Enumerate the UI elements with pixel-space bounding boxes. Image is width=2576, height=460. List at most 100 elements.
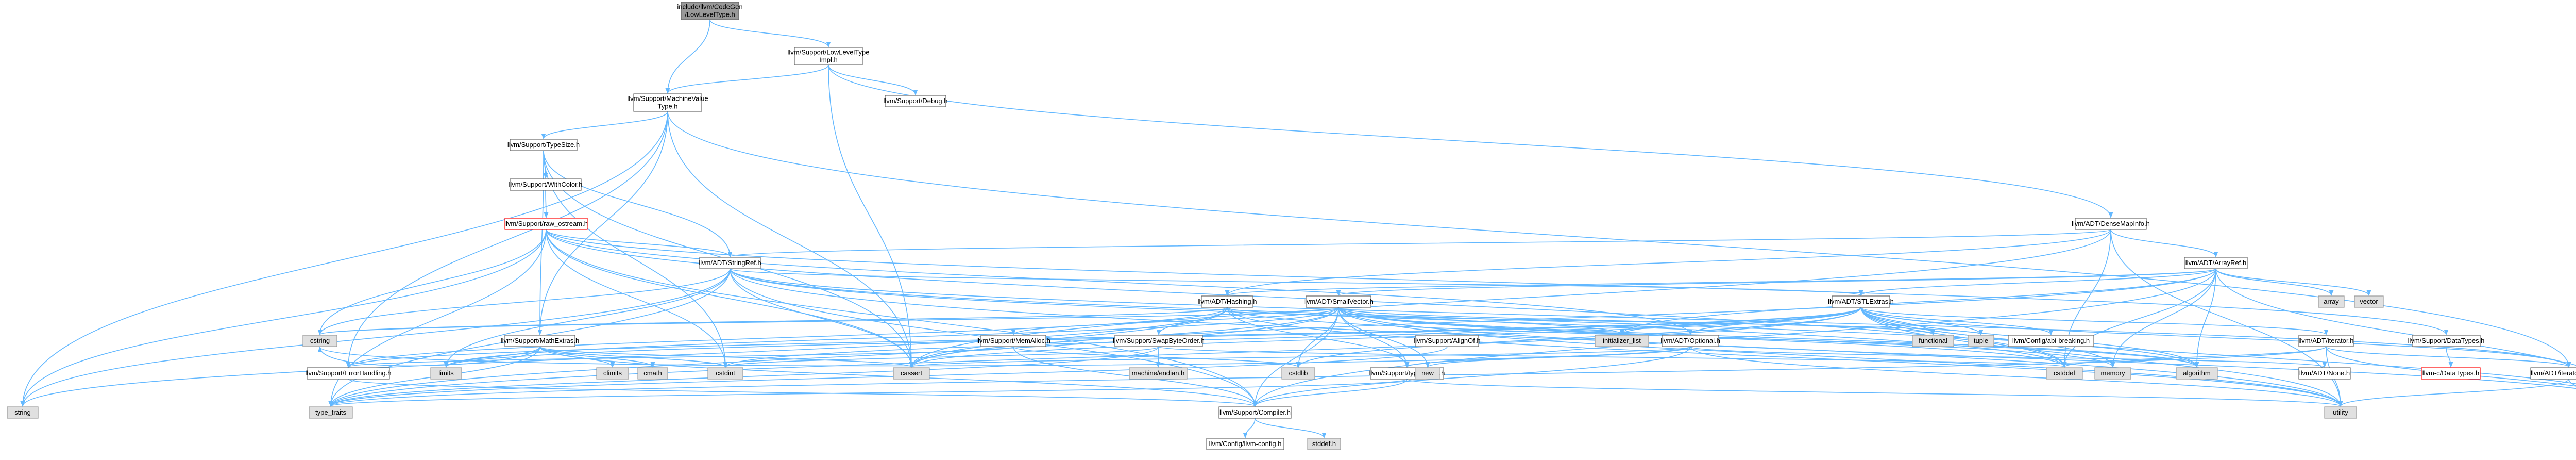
node-box: [707, 367, 743, 380]
node-optional[interactable]: llvm/ADT/Optional.h: [1660, 335, 1720, 347]
edge-machinevalue-to-mathextras: [537, 111, 668, 336]
node-label: type_traits: [315, 408, 346, 416]
node-iterator[interactable]: llvm/ADT/iterator.h: [2298, 335, 2354, 347]
edge-rawostream-to-compiler: [546, 229, 1258, 407]
node-none[interactable]: llvm/ADT/None.h: [2298, 367, 2351, 380]
node-debug[interactable]: llvm/Support/Debug.h: [883, 95, 948, 107]
node-alignof[interactable]: llvm/Support/AlignOf.h: [1414, 335, 1481, 347]
node-sys_machine_endian: machine/endian.h: [1129, 367, 1188, 380]
node-errorhandling[interactable]: llvm/Support/ErrorHandling.h: [306, 367, 392, 380]
edge-compiler-to-llvmconfig: [1243, 418, 1256, 439]
node-box: [309, 406, 353, 419]
node-iterator_range[interactable]: llvm/ADT/iterator_range.h: [2530, 367, 2576, 380]
node-rawostream[interactable]: llvm/Support/raw_ostream.h: [504, 218, 588, 230]
node-abibreaking[interactable]: llvm/Config/abi-breaking.h: [2008, 335, 2094, 347]
node-label: cstdint: [716, 369, 735, 377]
node-arrayref[interactable]: llvm/ADT/ArrayRef.h: [2184, 257, 2248, 269]
edge-smallvector-to-sys_cstdlib: [1296, 307, 1339, 368]
node-label: llvm/Config/abi-breaking.h: [2012, 337, 2090, 344]
edge-densemapinfo-to-arrayref: [2110, 229, 2218, 258]
node-label: llvm/Support/ErrorHandling.h: [306, 369, 392, 377]
node-box: [1832, 295, 1890, 308]
edge-rawostream-to-datatypes_support: [546, 229, 2449, 336]
node-box: [2324, 406, 2357, 419]
node-llvmconfig[interactable]: llvm/Config/llvm-config.h: [1206, 438, 1284, 450]
node-box: [1662, 335, 1719, 347]
node-label: llvm/Support/WithColor.h: [509, 180, 582, 188]
edge-lowlevel_impl-to-sys_cassert: [828, 64, 914, 368]
node-swapbyteorder[interactable]: llvm/Support/SwapByteOrder.h: [1113, 335, 1205, 347]
node-stringref[interactable]: llvm/ADT/StringRef.h: [699, 257, 761, 269]
node-memalloc[interactable]: llvm/Support/MemAlloc.h: [976, 335, 1050, 347]
node-densemapinfo[interactable]: llvm/ADT/DenseMapInfo.h: [2072, 218, 2150, 230]
node-box: [893, 367, 930, 380]
edge-arrayref-to-sys_vector: [2215, 268, 2371, 297]
edge-typesize-to-stringref: [543, 150, 733, 258]
edge-rawostream-to-stringref: [546, 229, 733, 258]
node-label: llvm/ADT/Hashing.h: [1198, 298, 1257, 305]
edge-arrayref-to-sys_array: [2215, 268, 2334, 297]
edge-memalloc-to-errorhandling: [346, 346, 1014, 368]
node-sys_memory: memory: [2094, 367, 2131, 380]
edge-smallvector-to-typetraits: [1338, 307, 1410, 368]
node-compiler[interactable]: llvm/Support/Compiler.h: [1218, 406, 1292, 419]
edge-swapbyteorder-to-sys_cstdint: [723, 346, 1159, 368]
node-box: [2530, 367, 2576, 380]
edge-optional-to-compiler: [1252, 346, 1691, 407]
node-label: /LowLevelType.h: [685, 11, 735, 19]
node-label: include/llvm/CodeGen: [677, 3, 742, 11]
node-smallvector[interactable]: llvm/ADT/SmallVector.h: [1303, 295, 1374, 308]
edge-stringref-to-sys_string: [20, 268, 731, 407]
node-box: [1968, 335, 1994, 347]
header-nodes: include/llvm/CodeGen/LowLevelType.h llvm/…: [7, 2, 2576, 450]
node-sys_cstring: cstring: [302, 335, 337, 347]
node-withcolor[interactable]: llvm/Support/WithColor.h: [509, 178, 583, 191]
node-box: [430, 367, 462, 380]
edge-rawostream-to-sys_cstddef: [546, 229, 2067, 368]
node-datatypes_support[interactable]: llvm/Support/DataTypes.h: [2408, 335, 2485, 347]
node-hashing[interactable]: llvm/ADT/Hashing.h: [1198, 295, 1257, 308]
edge-mathextras-to-sys_cmath: [539, 346, 655, 368]
edge-mathextras-to-sys_cstdint: [539, 346, 728, 368]
node-label: llvm/ADT/SmallVector.h: [1303, 298, 1374, 305]
node-box: [2075, 218, 2147, 230]
node-sys_cstdlib: cstdlib: [1281, 367, 1315, 380]
node-llvmc_datatypes[interactable]: llvm-c/DataTypes.h: [2421, 367, 2481, 380]
node-stlextras[interactable]: llvm/ADT/STLExtras.h: [1828, 295, 1894, 308]
edge-swapbyteorder-to-sys_machine_endian: [1156, 346, 1161, 368]
edge-smallvector-to-sys_limits: [444, 307, 1339, 368]
node-mathextras[interactable]: llvm/Support/MathExtras.h: [501, 335, 579, 347]
node-box: [2298, 367, 2351, 380]
edge-memalloc-to-sys_cstdlib: [1013, 346, 1301, 368]
node-typesize[interactable]: llvm/Support/TypeSize.h: [507, 139, 580, 151]
node-label: vector: [2360, 298, 2378, 305]
node-box: [2046, 367, 2083, 380]
edge-stlextras-to-sys_cstddef: [1860, 307, 2067, 368]
edge-stringref-to-iterator_range: [730, 268, 2571, 368]
node-box: [2412, 335, 2481, 347]
node-label: new: [1421, 369, 1434, 377]
edge-stringref-to-sys_cstddef: [730, 268, 2067, 368]
node-box: [699, 257, 761, 269]
edge-root-to-lowlevel_impl: [709, 19, 831, 48]
node-label: cmath: [643, 369, 662, 377]
edge-iterator-to-sys_iterator: [2326, 346, 2576, 387]
node-label: memory: [2101, 369, 2125, 377]
node-box: [1415, 335, 1479, 347]
node-label: string: [14, 408, 31, 416]
edge-arrayref-to-sys_algorithm: [2194, 268, 2216, 368]
node-box: [1201, 295, 1253, 308]
edge-optional-to-sys_utility: [1690, 346, 2343, 407]
node-label: llvm/Config/llvm-config.h: [1209, 440, 1282, 448]
node-label: llvm/Support/MemAlloc.h: [976, 337, 1050, 344]
edge-smallvector-to-sys_typetraits: [328, 307, 1339, 407]
node-sys_algorithm: algorithm: [2176, 367, 2218, 380]
edge-typetraits-to-sys_typetraits: [329, 379, 1408, 407]
edge-stlextras-to-sys_cstdlib: [1296, 307, 1861, 368]
node-label: machine/endian.h: [1132, 369, 1185, 377]
node-label: llvm/Support/raw_ostream.h: [504, 220, 588, 227]
node-box: [1114, 335, 1203, 347]
node-sys_limits: limits: [430, 367, 462, 380]
